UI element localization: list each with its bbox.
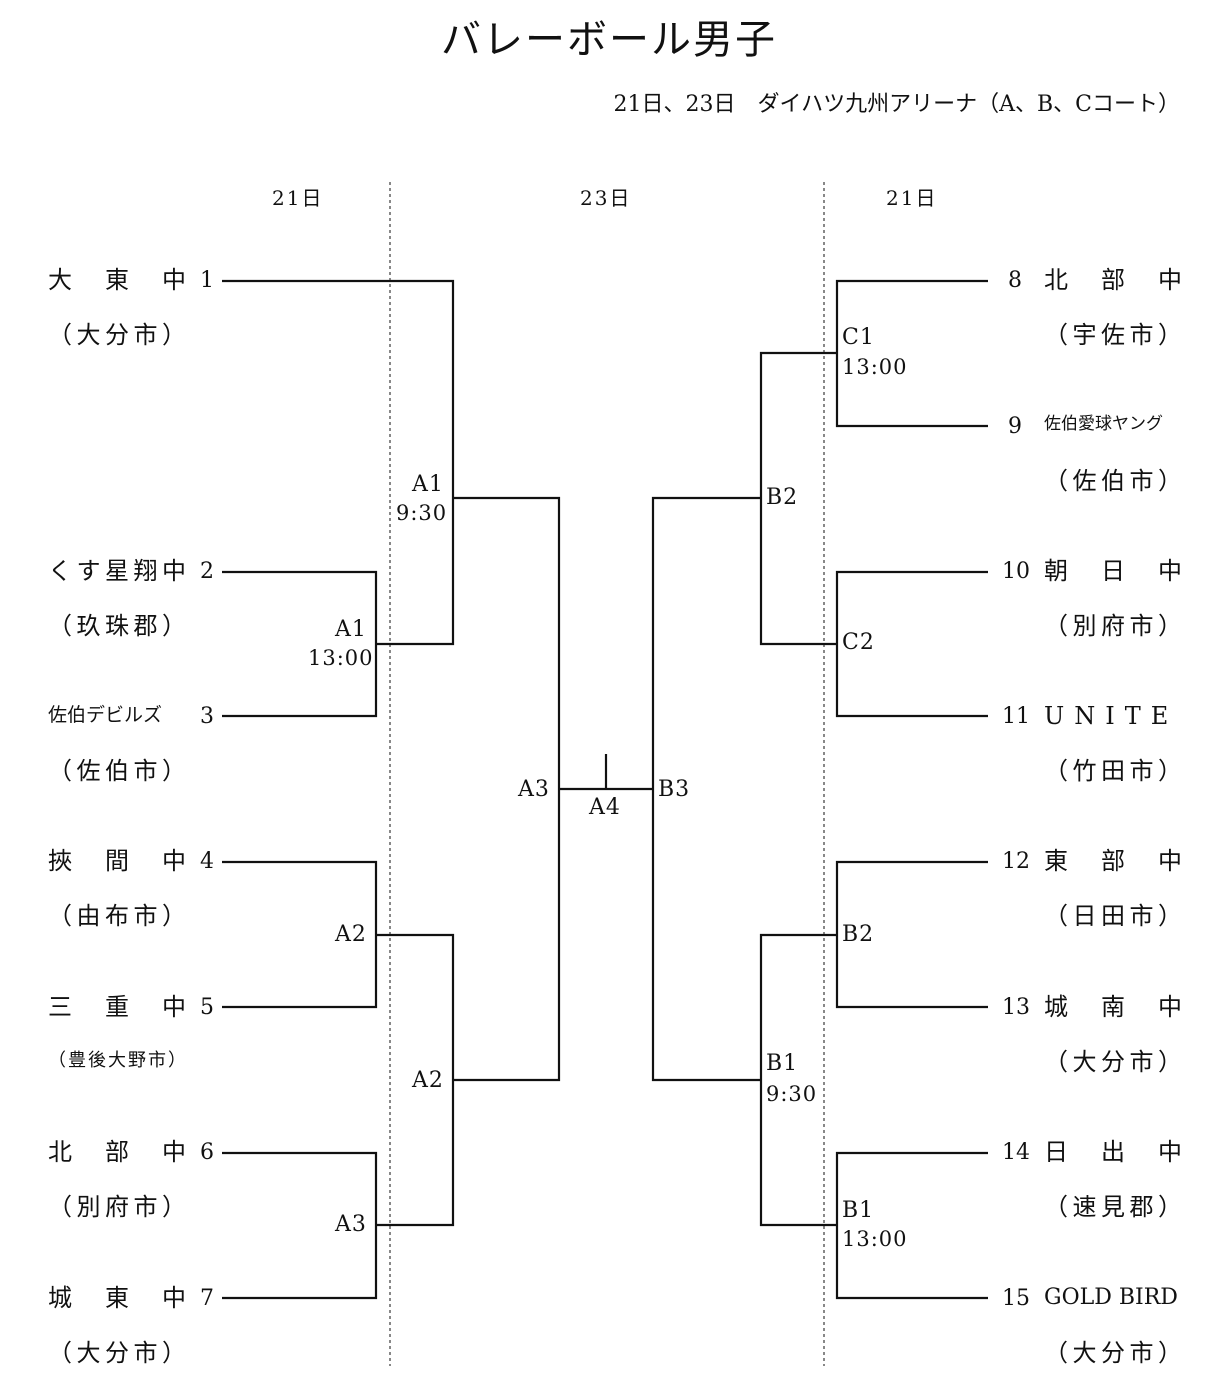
team-3-name: 佐伯デビルズ (48, 704, 163, 726)
team-2-city: （玖珠郡） (48, 612, 186, 640)
team-11-name: UNITE (1044, 702, 1179, 730)
match-b2-center-court: B2 (766, 485, 799, 510)
venue-subtitle: 21日、23日 ダイハツ九州アリーナ（A、B、Cコート） (613, 92, 1180, 117)
team-4-name: 挾 間 中 (48, 847, 186, 875)
match-b1-center-time: 9:30 (766, 1082, 818, 1106)
match-c2-court: C2 (842, 630, 875, 655)
team-6-name: 北 部 中 (48, 1138, 186, 1166)
team-2-name: くす星翔中 (48, 557, 186, 585)
team-10-seed: 10 (1002, 559, 1030, 584)
team-5-name: 三 重 中 (48, 993, 186, 1021)
team-9-city: （佐伯市） (1044, 467, 1182, 495)
line-b2-b1-center (651, 496, 761, 1082)
team-10-name: 朝 日 中 (1044, 557, 1182, 585)
match-b2-right-court: B2 (842, 922, 875, 947)
team-14-seed: 14 (1002, 1140, 1030, 1165)
team-13-seed: 13 (1002, 995, 1030, 1020)
team-15-name: GOLD BIRD (1044, 1285, 1178, 1310)
team-5-city: （豊後大野市） (48, 1050, 186, 1071)
day-label-left: 21日 (272, 186, 324, 210)
team-13-name: 城 南 中 (1044, 993, 1182, 1021)
match-c1-court: C1 (842, 325, 875, 350)
match-a1-left-time: 13:00 (308, 646, 374, 670)
line-b2-b1-right (759, 933, 837, 1227)
team-12-city: （日田市） (1044, 902, 1182, 930)
team-4-city: （由布市） (48, 902, 186, 930)
team-1-name: 大 東 中 (48, 266, 186, 294)
team-12-name: 東 部 中 (1044, 847, 1182, 875)
team-12-seed: 12 (1002, 849, 1030, 874)
team-9-name: 佐伯愛球ヤング (1044, 414, 1163, 434)
team-5-seed: 5 (200, 995, 214, 1020)
match-b1-center-court: B1 (766, 1051, 799, 1076)
team-9-seed: 9 (1008, 414, 1022, 439)
team-8-seed: 8 (1008, 268, 1022, 293)
team-6-city: （別府市） (48, 1193, 186, 1221)
team-7-city: （大分市） (48, 1339, 186, 1367)
match-c1-time: 13:00 (842, 355, 908, 379)
team-3-seed: 3 (200, 704, 214, 729)
match-b1-right-court: B1 (842, 1198, 875, 1223)
team-2-seed: 2 (200, 559, 214, 584)
team-7-name: 城 東 中 (48, 1284, 186, 1312)
team-4-seed: 4 (200, 849, 214, 874)
team-11-seed: 11 (1002, 704, 1030, 729)
team-8-city: （宇佐市） (1044, 321, 1182, 349)
team-1-seed: 1 (200, 268, 214, 293)
line-team1 (222, 279, 455, 646)
team-13-city: （大分市） (1044, 1048, 1182, 1076)
match-a3-center-court: A3 (518, 777, 550, 802)
match-b1-right-time: 13:00 (842, 1227, 908, 1251)
line-team8-9 (835, 279, 988, 428)
line-team10-11 (835, 570, 988, 718)
team-6-seed: 6 (200, 1140, 214, 1165)
line-team2-3 (222, 570, 378, 718)
day-label-right: 21日 (886, 186, 938, 210)
team-10-city: （別府市） (1044, 612, 1182, 640)
team-15-seed: 15 (1002, 1286, 1030, 1311)
team-11-city: （竹田市） (1044, 757, 1182, 785)
match-a1-center-time: 9:30 (396, 501, 448, 525)
team-15-city: （大分市） (1044, 1339, 1182, 1367)
team-14-city: （速見郡） (1044, 1193, 1182, 1221)
match-a1-center-court: A1 (412, 472, 444, 497)
match-a3-left-court: A3 (335, 1212, 367, 1237)
line-team14-15 (835, 1151, 988, 1300)
match-a1-left-court: A1 (335, 617, 367, 642)
match-final-court: A4 (589, 795, 621, 820)
team-3-city: （佐伯市） (48, 757, 186, 785)
team-8-name: 北 部 中 (1044, 266, 1182, 294)
match-a2-center-court: A2 (412, 1068, 444, 1093)
day-label-center: 23日 (580, 186, 632, 210)
line-a2-a3-left (376, 933, 455, 1227)
team-7-seed: 7 (200, 1286, 214, 1311)
match-b3-center-court: B3 (658, 777, 691, 802)
line-team6-7 (222, 1151, 378, 1300)
team-14-name: 日 出 中 (1044, 1138, 1182, 1166)
match-a2-left-court: A2 (335, 922, 367, 947)
team-1-city: （大分市） (48, 321, 186, 349)
page-title: バレーボール男子 (441, 17, 777, 63)
